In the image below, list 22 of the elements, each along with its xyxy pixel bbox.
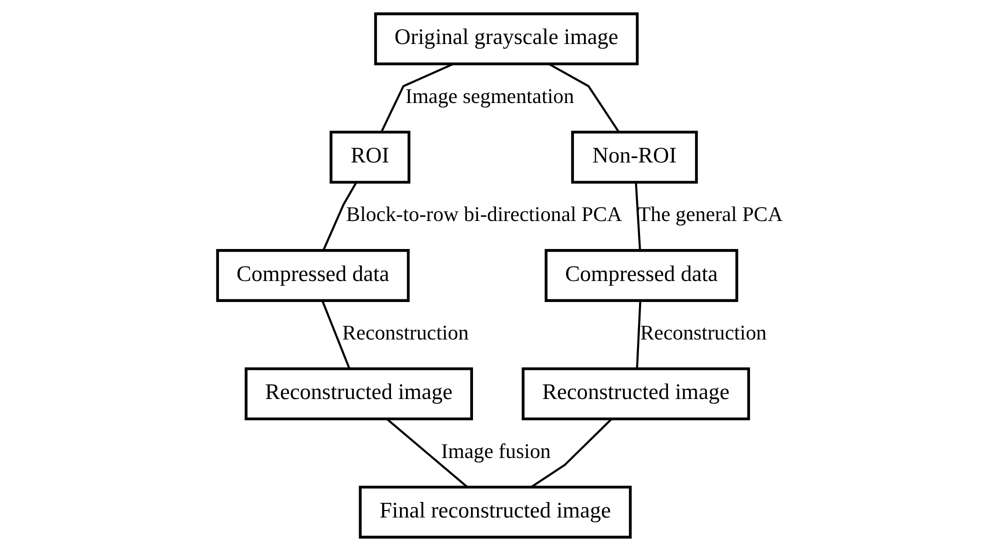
node-box: Reconstructed image <box>521 367 750 420</box>
edge-label: Reconstruction <box>342 320 468 345</box>
node-box: Final reconstructed image <box>358 486 632 539</box>
node-box: ROI <box>329 130 410 184</box>
connector <box>635 300 641 369</box>
connector <box>548 63 620 132</box>
connector <box>530 418 612 488</box>
edge-label: The general PCA <box>637 202 782 226</box>
edge-label: Reconstruction <box>640 320 766 345</box>
node-box: Compressed data <box>544 249 738 302</box>
connector <box>380 63 454 132</box>
node-box: Non-ROI <box>570 130 698 184</box>
node-box: Original grayscale image <box>374 12 638 66</box>
connector <box>320 300 350 369</box>
connector <box>322 182 357 251</box>
edge-label: Block-to-row bi-directional PCA <box>346 202 622 226</box>
connector <box>386 418 468 488</box>
edge-label: Image segmentation <box>404 84 574 108</box>
connector <box>634 182 641 250</box>
edge-label: Image fusion <box>440 438 550 463</box>
node-box: Compressed data <box>216 249 410 302</box>
node-box: Reconstructed image <box>244 367 472 420</box>
